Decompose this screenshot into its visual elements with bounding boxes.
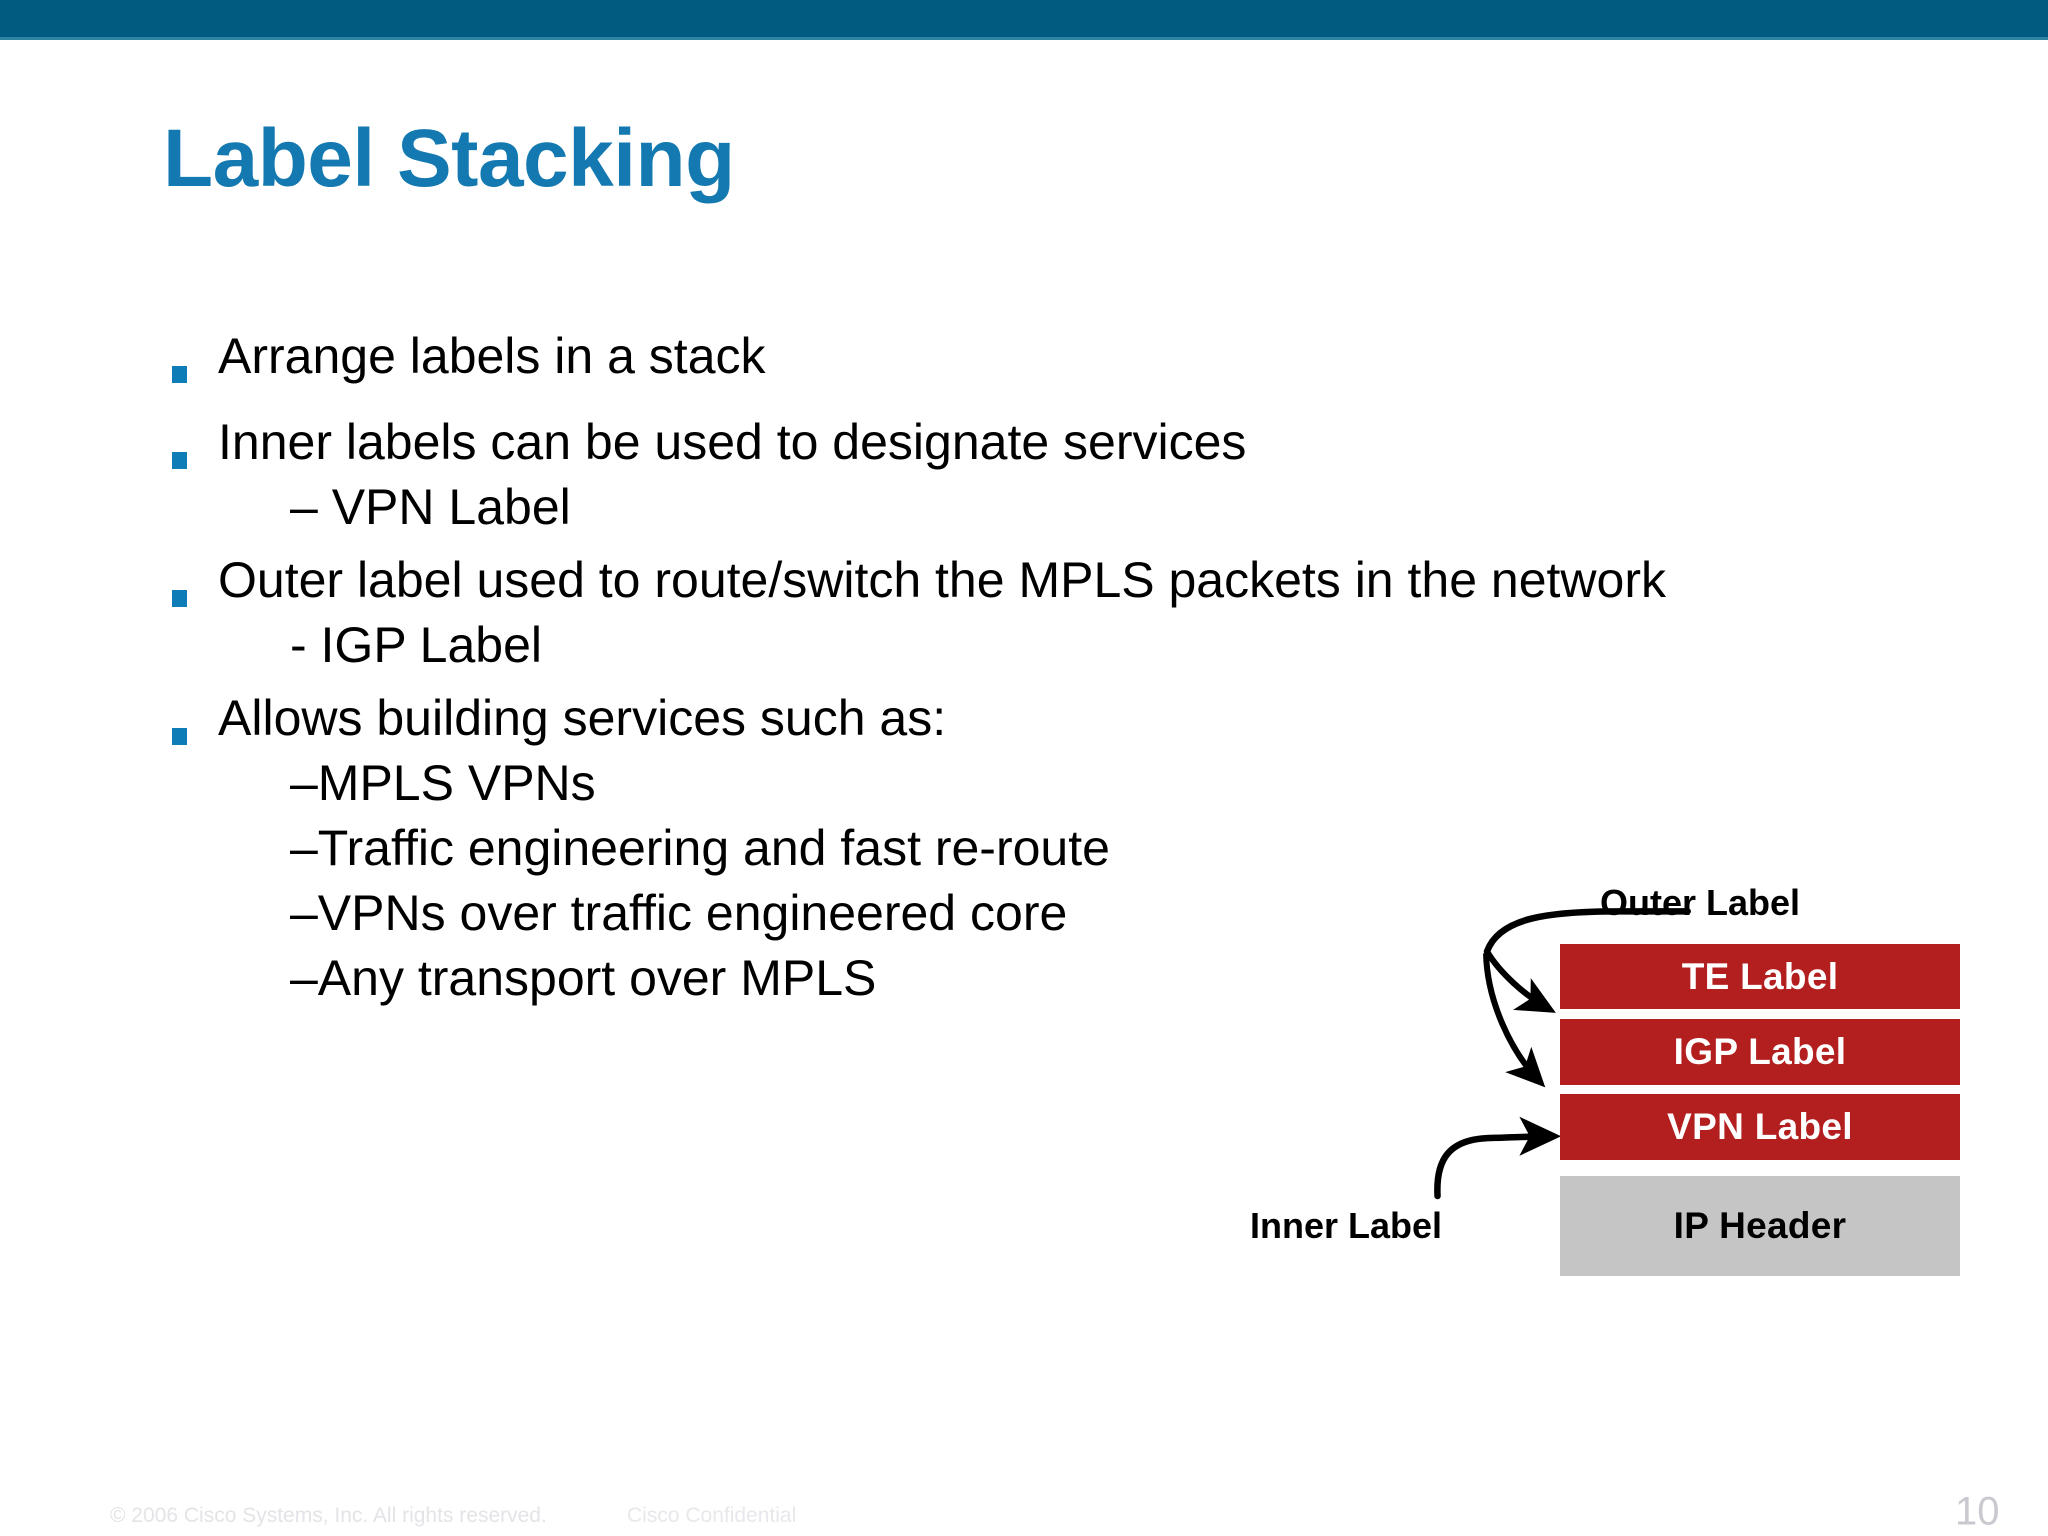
bullet-list: Arrange labels in a stack Inner labels c… xyxy=(0,330,1666,1006)
top-banner-bar xyxy=(0,0,2048,37)
bullet-item-level2: –MPLS VPNs xyxy=(290,755,596,811)
page-title: Label Stacking xyxy=(163,113,735,204)
stack-box-te-label: TE Label xyxy=(1560,944,1960,1009)
bullet-text: Allows building services such as: xyxy=(218,690,947,746)
footer-copyright: © 2006 Cisco Systems, Inc. All rights re… xyxy=(110,1504,547,1527)
stack-box-ip-header: IP Header xyxy=(1560,1176,1960,1276)
footer-page-number: 10 xyxy=(1955,1489,2000,1534)
spacer xyxy=(0,672,1500,692)
bullet-item-level2: - IGP Label xyxy=(290,617,543,673)
bullet-item-level1: Inner labels can be used to designate se… xyxy=(0,416,1500,469)
outer-label-leader-line xyxy=(1483,908,1691,955)
stack-box-igp-label: IGP Label xyxy=(1560,1019,1960,1085)
spacer xyxy=(0,745,1500,757)
spacer xyxy=(0,383,1500,416)
diagram-arrows xyxy=(1434,908,1691,1200)
bullet-item-level2: –VPNs over traffic engineered core xyxy=(290,885,1068,941)
bullet-item-level1: Arrange labels in a stack xyxy=(0,330,1500,383)
callout-inner-label: Inner Label xyxy=(1250,1205,1443,1246)
top-banner-underline xyxy=(0,37,2048,40)
arrow-outer-to-igp xyxy=(1483,953,1546,1088)
callout-outer-label: Outer Label xyxy=(1600,882,1801,923)
footer-confidentiality-notice: Cisco Confidential xyxy=(627,1504,797,1527)
bullet-item-level2: –Any transport over MPLS xyxy=(290,950,877,1006)
stack-box-vpn-label: VPN Label xyxy=(1560,1094,1960,1160)
square-bullet-icon xyxy=(172,452,187,469)
arrow-inner-to-vpn xyxy=(1434,1116,1562,1200)
bullet-item-level2: –Traffic engineering and fast re-route xyxy=(290,820,1110,876)
label-stack-diagram: Outer Label Inner Label TE Label IGP Lab… xyxy=(1250,882,2040,1460)
square-bullet-icon xyxy=(172,728,187,745)
spacer xyxy=(0,534,1500,554)
bullet-text: Inner labels can be used to designate se… xyxy=(218,414,1247,470)
square-bullet-icon xyxy=(172,366,187,383)
square-bullet-icon xyxy=(172,590,187,607)
arrow-outer-to-te xyxy=(1484,949,1556,1013)
spacer xyxy=(0,607,1500,619)
bullet-item-level1: Allows building services such as: xyxy=(0,692,1500,745)
bullet-item-level2: – VPN Label xyxy=(290,479,571,535)
spacer xyxy=(0,469,1500,481)
bullet-text: Arrange labels in a stack xyxy=(218,328,766,384)
bullet-item-level1: Outer label used to route/switch the MPL… xyxy=(0,554,1666,607)
bullet-text: Outer label used to route/switch the MPL… xyxy=(218,552,1666,608)
